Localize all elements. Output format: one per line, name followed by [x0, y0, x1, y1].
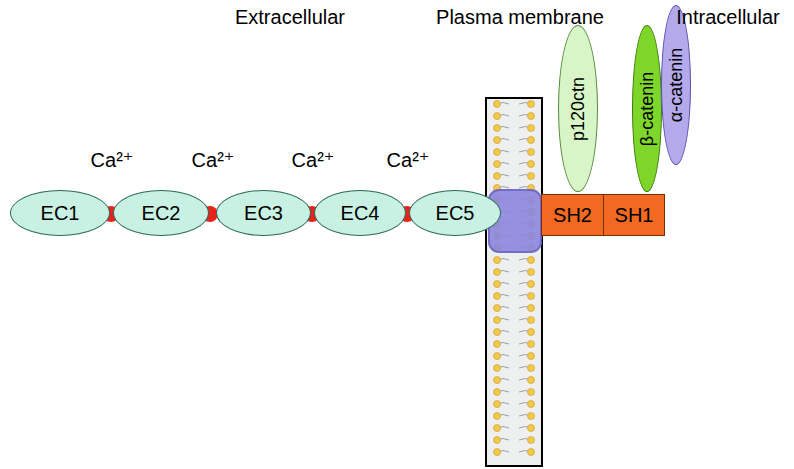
cytoplasmic-domain: SH2: [541, 194, 604, 236]
node-label: EC2: [142, 202, 181, 225]
ec-domain: EC5: [409, 190, 501, 236]
binding-protein: α-catenin: [661, 5, 691, 165]
ion-label: Ca²⁺: [192, 148, 235, 172]
binding-protein: β-catenin: [632, 25, 662, 192]
node-label: EC4: [341, 202, 380, 225]
node-label: p120ctn: [568, 76, 589, 140]
ion-label: Ca²⁺: [91, 148, 134, 172]
ec-domain: EC4: [314, 190, 406, 236]
node-label: β-catenin: [637, 71, 658, 145]
plasma-membrane: [486, 98, 542, 466]
cytoplasmic-domain: SH1: [603, 194, 665, 236]
region-label: Extracellular: [235, 6, 345, 29]
node-label: SH1: [615, 204, 654, 227]
region-label: Plasma membrane: [436, 6, 604, 29]
node-label: EC1: [41, 202, 80, 225]
binding-protein: p120ctn: [558, 25, 598, 192]
lipid-bilayer: [494, 101, 535, 456]
node-label: EC5: [436, 202, 475, 225]
ec-domain: EC3: [216, 190, 311, 236]
node-label: SH2: [553, 204, 592, 227]
ion-label: Ca²⁺: [387, 148, 430, 172]
node-label: EC3: [244, 202, 283, 225]
region-label: Intracellular: [676, 6, 779, 29]
ec-domain: EC2: [113, 190, 209, 236]
ec-domain: EC1: [10, 190, 110, 236]
node-label: α-catenin: [666, 48, 687, 122]
ion-label: Ca²⁺: [292, 148, 335, 172]
